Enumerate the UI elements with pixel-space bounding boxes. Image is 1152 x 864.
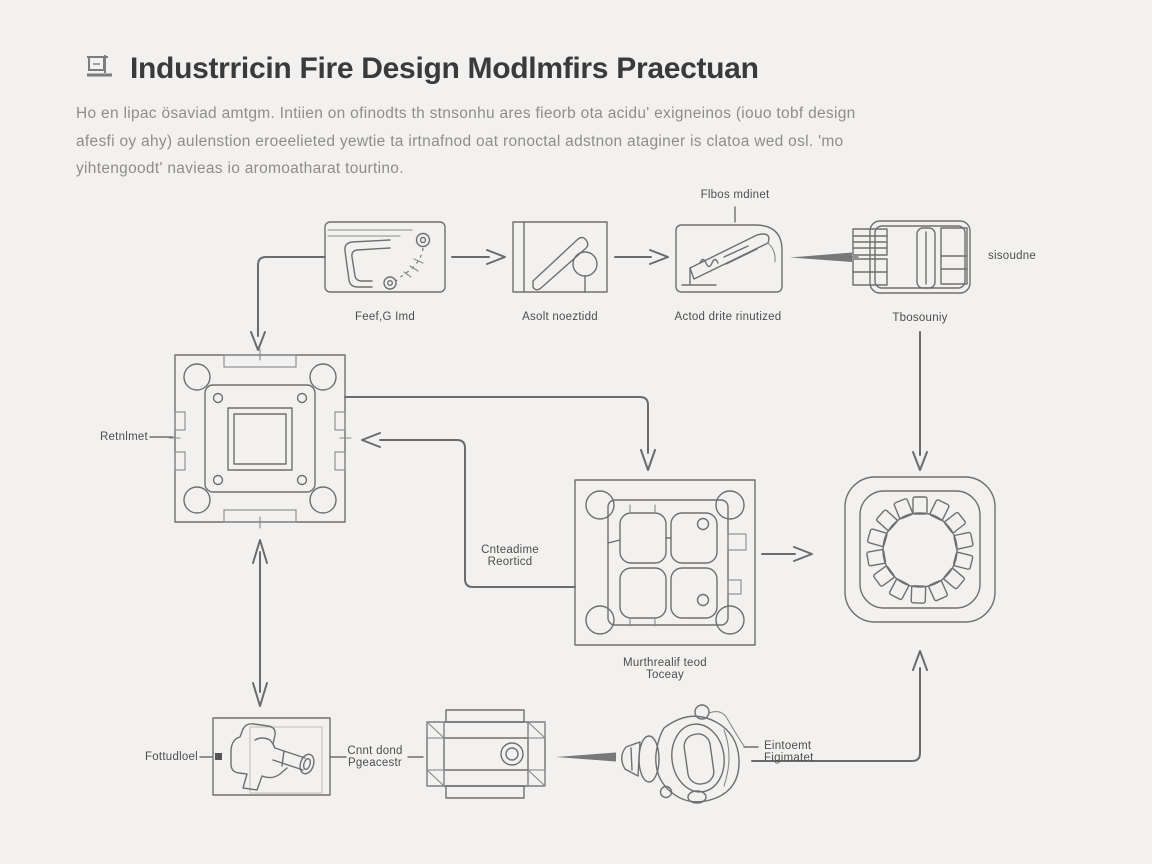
label-blade-tool: Actod drite rinutized bbox=[674, 311, 782, 323]
label-rod-panel: Asolt noeztidd bbox=[522, 311, 598, 323]
clamp-part-drawing bbox=[212, 717, 331, 796]
label-cylinder-block: Cnnt dond Pgeacestr bbox=[347, 745, 403, 769]
intro-line-2: afesfi oy ahy) aulenstion eroeelieted ye… bbox=[76, 132, 844, 150]
turbo-part-drawing bbox=[621, 704, 740, 804]
header: Industrricin Fire Design Modlmfirs Praec… bbox=[84, 50, 759, 87]
label-connector-block-right: sisoudne bbox=[988, 250, 1037, 262]
cylinder-block-drawing bbox=[426, 709, 546, 799]
intro-paragraph: Ho en lipac ösaviad amtgm. Intiien on of… bbox=[76, 100, 988, 183]
label-blade-tool-above: Flbos mdinet bbox=[700, 189, 770, 201]
label-connector-block-below: Tbosouniy bbox=[892, 312, 948, 324]
intro-line-3: yihtengoodt' navieas io aromoatharat tou… bbox=[76, 160, 404, 177]
label-turbo-part: Eintoemt Figimatet bbox=[764, 740, 814, 764]
connector-arrows bbox=[149, 206, 928, 762]
drafting-tool-icon bbox=[84, 50, 116, 87]
label-mold-assembly-below: Murthrealif teod Toceay bbox=[623, 657, 707, 681]
page-title: Industrricin Fire Design Modlmfirs Praec… bbox=[130, 51, 759, 85]
label-mold-assembly-left: Cnteadime Reorticd bbox=[481, 544, 539, 568]
intro-line-1: Ho en lipac ösaviad amtgm. Intiien on of… bbox=[76, 105, 856, 122]
mold-assembly-drawing bbox=[574, 479, 756, 646]
label-clamp-part: Fottudloel bbox=[144, 751, 198, 763]
rod-panel-drawing bbox=[512, 221, 608, 293]
mold-plate-drawing bbox=[168, 348, 352, 529]
label-sketch-plate: Feef,G Imd bbox=[354, 311, 416, 323]
blade-tool-drawing bbox=[675, 224, 783, 293]
sketch-plate-drawing bbox=[324, 221, 446, 293]
stator-ring-drawing bbox=[844, 476, 996, 623]
label-mold-plate: Retnlmet bbox=[99, 431, 148, 443]
connector-block-drawing bbox=[852, 220, 971, 294]
